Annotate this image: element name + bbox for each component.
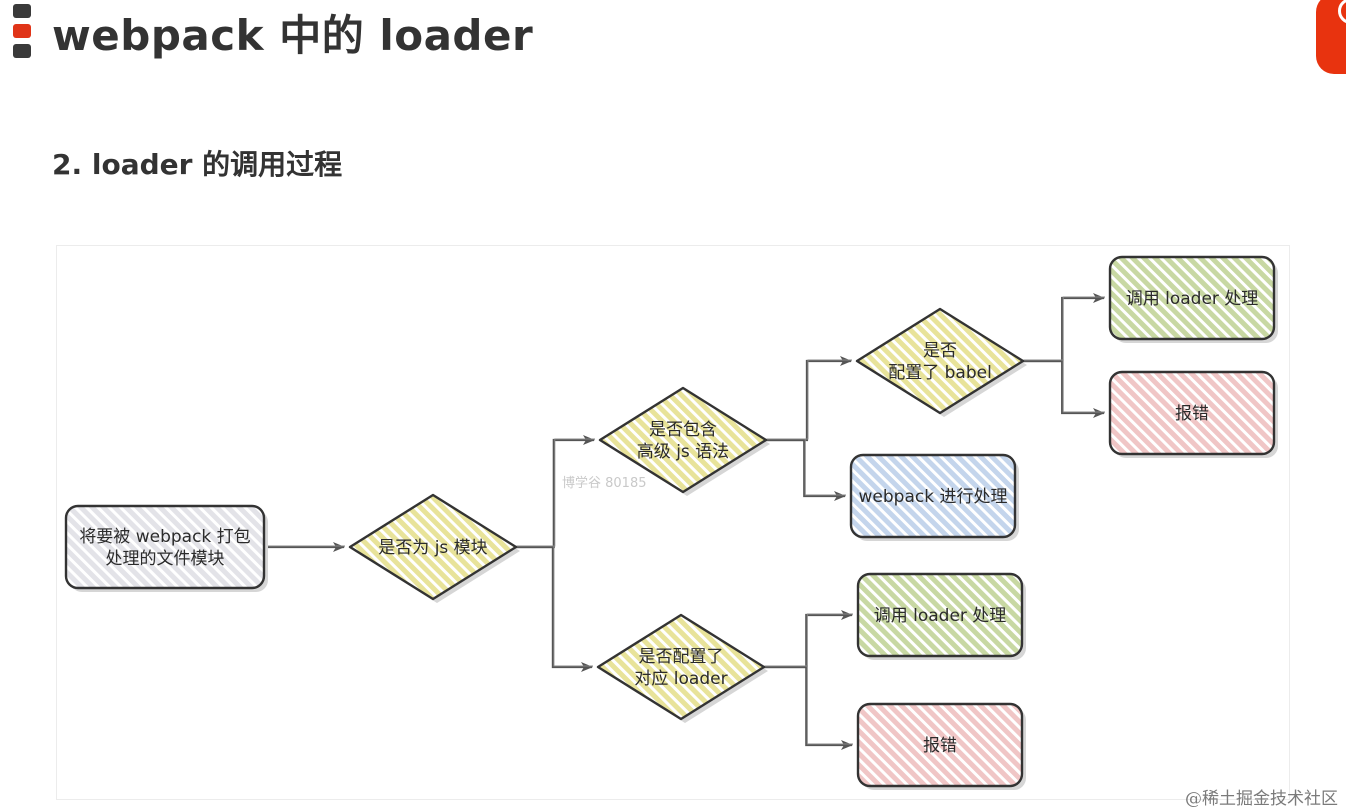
flow-arrow-has-loader-to-error-bottom (764, 665, 853, 750)
logo-bar-accent (13, 24, 31, 38)
flow-arrow-advanced-syntax-to-webpack-handles (766, 438, 846, 501)
node-label: 是否为 js 模块 (378, 538, 487, 558)
node-box (849, 453, 1017, 539)
flow-arrow-sketch-stroke (1024, 296, 1105, 361)
flow-arrow-sketch-stroke (767, 438, 846, 496)
flow-arrow-sketch-stroke (517, 545, 593, 667)
flow-node-webpack-handles[interactable]: webpack 进行处理 (849, 453, 1019, 541)
node-label: 报错 (1175, 404, 1209, 424)
flow-arrow-sketch-stroke (765, 613, 853, 667)
node-label: webpack 进行处理 (859, 487, 1008, 507)
footer-credit: @稀土掘金技术社区 (1185, 789, 1338, 809)
node-label: 是否 (923, 341, 957, 361)
page-title: webpack 中的 loader (52, 11, 534, 60)
logo-bar (13, 44, 31, 58)
node-label: 是否包含 (649, 420, 717, 440)
flow-arrow-has-loader-to-call-loader-bottom (764, 610, 853, 669)
node-label: 配置了 babel (888, 363, 992, 383)
flow-node-call-loader-top[interactable]: 调用 loader 处理 (1108, 255, 1278, 343)
section-title: 2. loader 的调用过程 (52, 148, 343, 181)
node-label: 高级 js 语法 (637, 442, 729, 462)
flow-node-call-loader-bottom[interactable]: 调用 loader 处理 (856, 572, 1026, 660)
node-box (856, 702, 1024, 788)
flow-arrow-sketch-stroke (767, 359, 852, 440)
node-label: 调用 loader 处理 (874, 606, 1007, 626)
node-label: 是否配置了 (639, 647, 724, 667)
node-label: 处理的文件模块 (106, 549, 225, 569)
flow-arrow-sketch-stroke (1024, 359, 1105, 413)
flow-arrow-sketch-stroke (517, 438, 595, 547)
flow-node-is-js[interactable]: 是否为 js 模块 (348, 493, 520, 603)
node-diamond (855, 307, 1025, 415)
node-box (856, 572, 1024, 658)
node-diamond (348, 493, 518, 601)
flow-node-error-bottom[interactable]: 报错 (856, 702, 1026, 790)
logo-bar (13, 4, 31, 18)
node-label: 报错 (923, 736, 957, 756)
watermark: 博学谷 80185 (562, 476, 647, 491)
logo-mark (13, 4, 31, 64)
flow-arrow-sketch-stroke (765, 665, 853, 745)
flow-node-babel-config[interactable]: 是否配置了 babel (855, 307, 1027, 417)
node-label: 调用 loader 处理 (1126, 289, 1259, 309)
node-box (64, 504, 266, 590)
flow-arrow-is-js-to-has-loader (516, 545, 593, 672)
flow-arrow-advanced-syntax-to-babel-config (766, 356, 852, 442)
node-diamond (596, 613, 766, 721)
node-box (1108, 370, 1276, 456)
node-diamond (598, 386, 768, 494)
flow-arrow-babel-config-to-error-top (1023, 359, 1105, 418)
node-label: 对应 loader (634, 669, 727, 689)
flow-node-error-top[interactable]: 报错 (1108, 370, 1278, 458)
flowchart-edges (264, 293, 1105, 750)
node-box (1108, 255, 1276, 341)
corner-badge[interactable] (1316, 0, 1346, 74)
node-label: 将要被 webpack 打包 (79, 527, 250, 547)
